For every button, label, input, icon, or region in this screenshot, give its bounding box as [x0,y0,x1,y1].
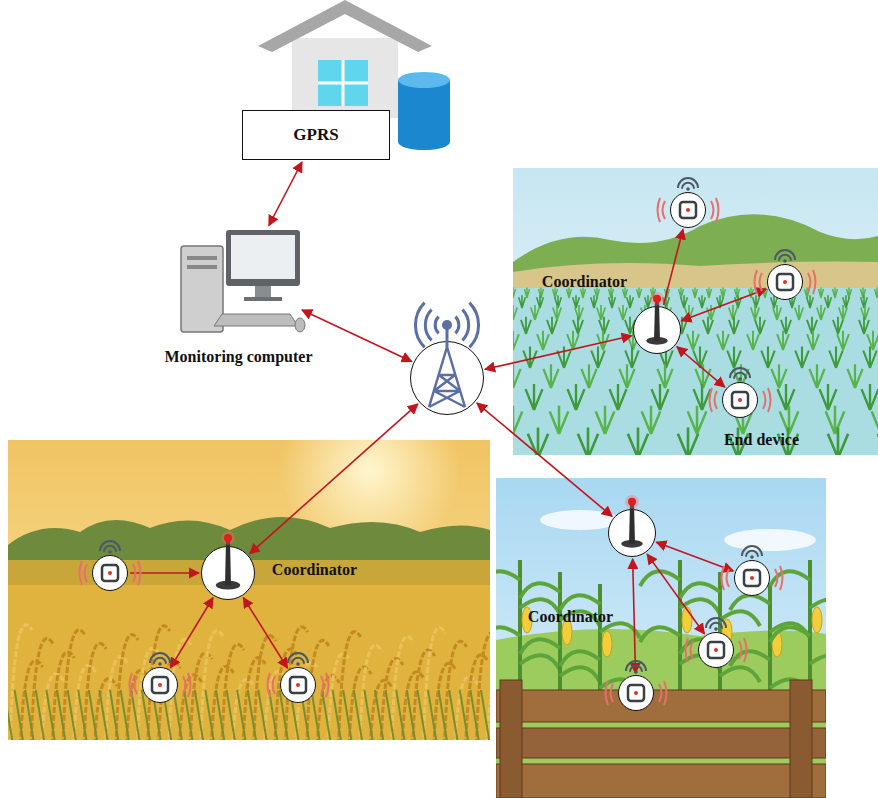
end-device-node [767,264,803,300]
wireless-link-arrow [485,336,632,370]
end-icon [722,382,758,418]
coord-icon [201,546,255,600]
tower-icon [410,341,484,415]
end-icon [280,667,316,703]
end-icon [698,632,734,668]
end-icon [92,555,128,591]
node-label: Coordinator [272,561,357,579]
end-icon [618,675,654,711]
node-label: Coordinator [542,273,627,291]
gprs-box: GPRS [242,110,390,160]
wireless-link-arrow [250,404,418,554]
coordinator-node: Coordinator [201,546,255,600]
end-device-node [92,555,128,591]
node-label: Coordinator [528,608,613,626]
coord-icon [608,509,656,557]
wireless-link-arrow [302,310,412,361]
node-label: End device [724,431,799,449]
coordinator-node: Coordinator [633,306,681,354]
end-device-node [698,632,734,668]
end-device-node [142,667,178,703]
paddy-field [513,168,878,455]
end-device-node [670,192,706,228]
node-label: Monitoring computer [165,348,313,366]
wireless-link-arrow [664,229,683,304]
computer-icon [181,230,305,332]
end-icon [734,560,770,596]
wireless-link-arrow [269,162,302,226]
box-label: GPRS [293,126,338,145]
coord-icon [633,306,681,354]
wireless-link-arrow [243,598,287,668]
rice-field [8,440,490,740]
wireless-link-arrow [170,598,213,668]
end-icon [767,264,803,300]
end-device-node [280,667,316,703]
coordinator-node: Coordinator [608,509,656,557]
end-device-node: End device [722,382,758,418]
wireless-link-arrow [656,542,733,571]
monitoring-computer: Monitoring computer [180,228,300,335]
wireless-link-arrow [681,289,766,321]
end-device-node [618,675,654,711]
wireless-link-arrow [647,554,704,634]
end-device-node [734,560,770,596]
end-icon [670,192,706,228]
wireless-link-arrow [633,559,636,673]
base-station-tower [410,341,484,415]
wireless-link-arrow [677,347,725,387]
end-icon [142,667,178,703]
corn-field [496,478,826,798]
wooden-fence [496,680,826,798]
wireless-link-arrow [477,403,612,516]
